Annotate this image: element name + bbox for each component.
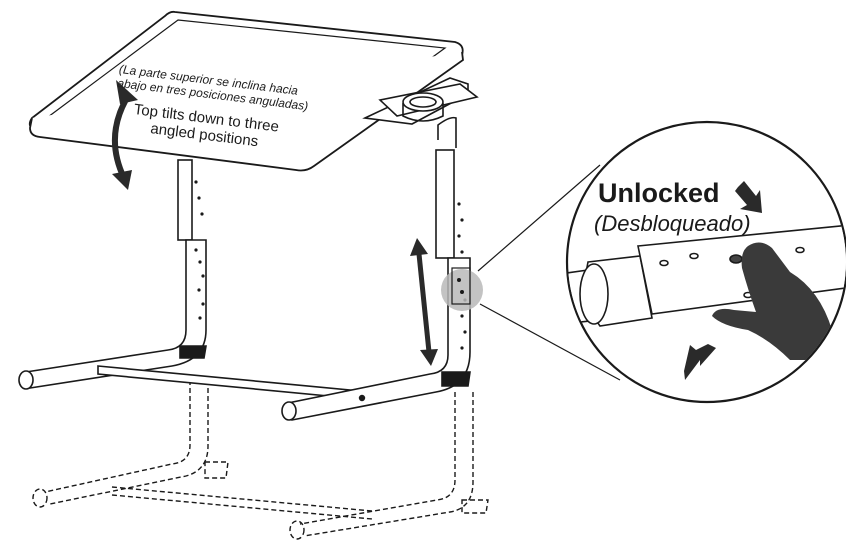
right-leg [281,149,471,421]
press-up-arrow [684,344,716,380]
hand-pressing-button [712,242,840,360]
tray-top [28,10,464,172]
unlocked-title: Unlocked [598,178,720,208]
detail-zoom-circle [565,120,846,404]
left-leg [18,159,361,400]
right-leg-holes [457,202,467,350]
cup-holder [362,77,479,148]
press-down-arrow [735,181,762,213]
callout-lines [477,164,621,381]
unlocked-subtitle: (Desbloqueado) [594,211,751,236]
height-adjust-arrow [410,238,438,366]
tilt-arrow [112,80,138,190]
left-leg-holes [194,180,205,320]
dashed-lower-base [32,380,489,540]
